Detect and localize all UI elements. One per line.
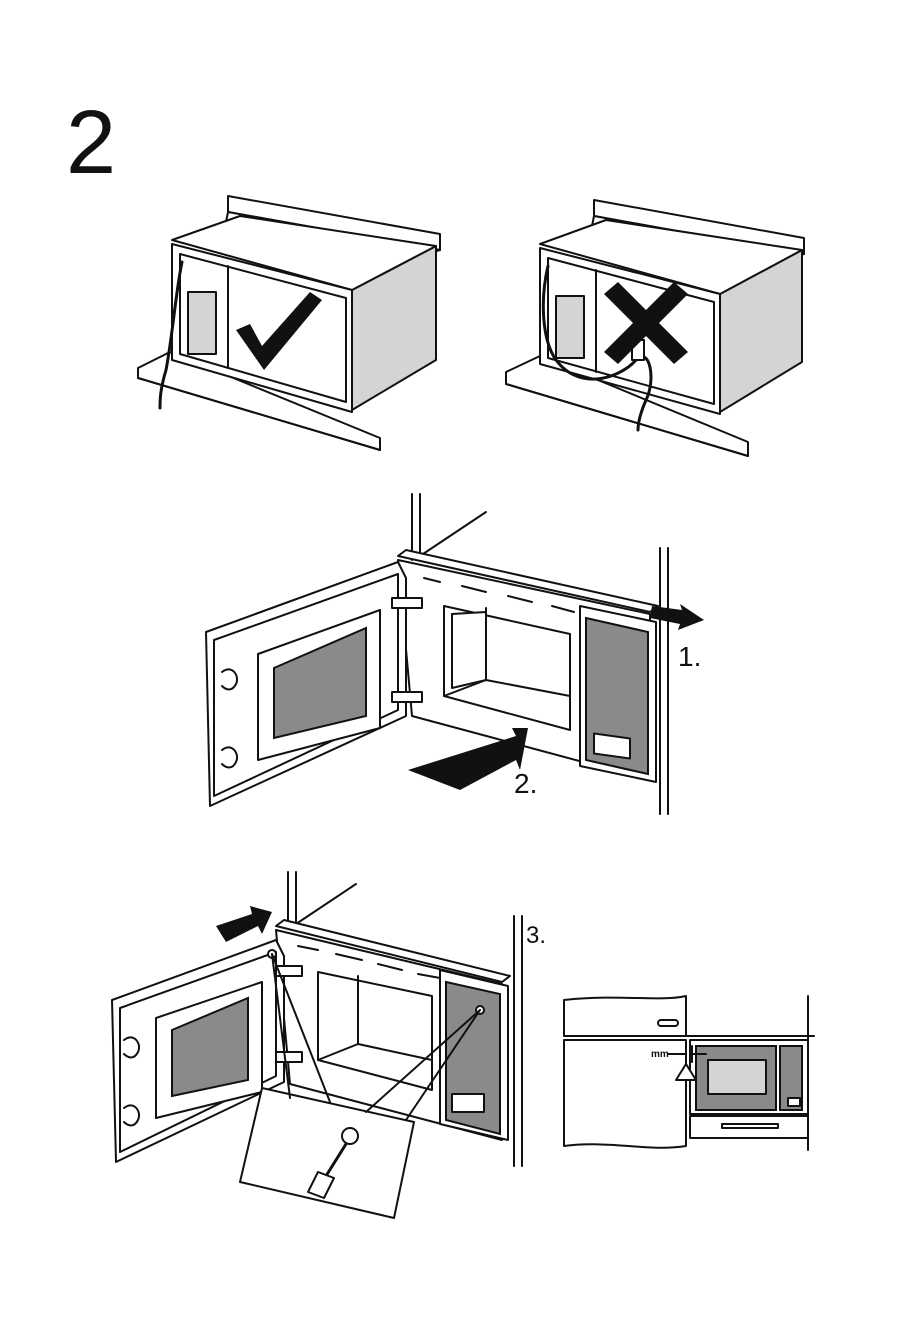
slide-appliance-illustration (206, 494, 704, 814)
installed-gap-illustration (564, 996, 814, 1150)
arrow-push-icon (216, 906, 272, 942)
incorrect-cable-routing-illustration (506, 200, 804, 456)
arrow-right-icon (650, 604, 704, 630)
step-label-fix-screws: 3. (526, 922, 546, 950)
correct-cable-routing-illustration (138, 196, 440, 450)
step-label-push-in: 2. (514, 768, 537, 800)
gap-unit-label: mm (651, 1049, 669, 1060)
fix-screws-illustration (112, 872, 522, 1218)
step-label-push-right: 1. (678, 641, 701, 673)
